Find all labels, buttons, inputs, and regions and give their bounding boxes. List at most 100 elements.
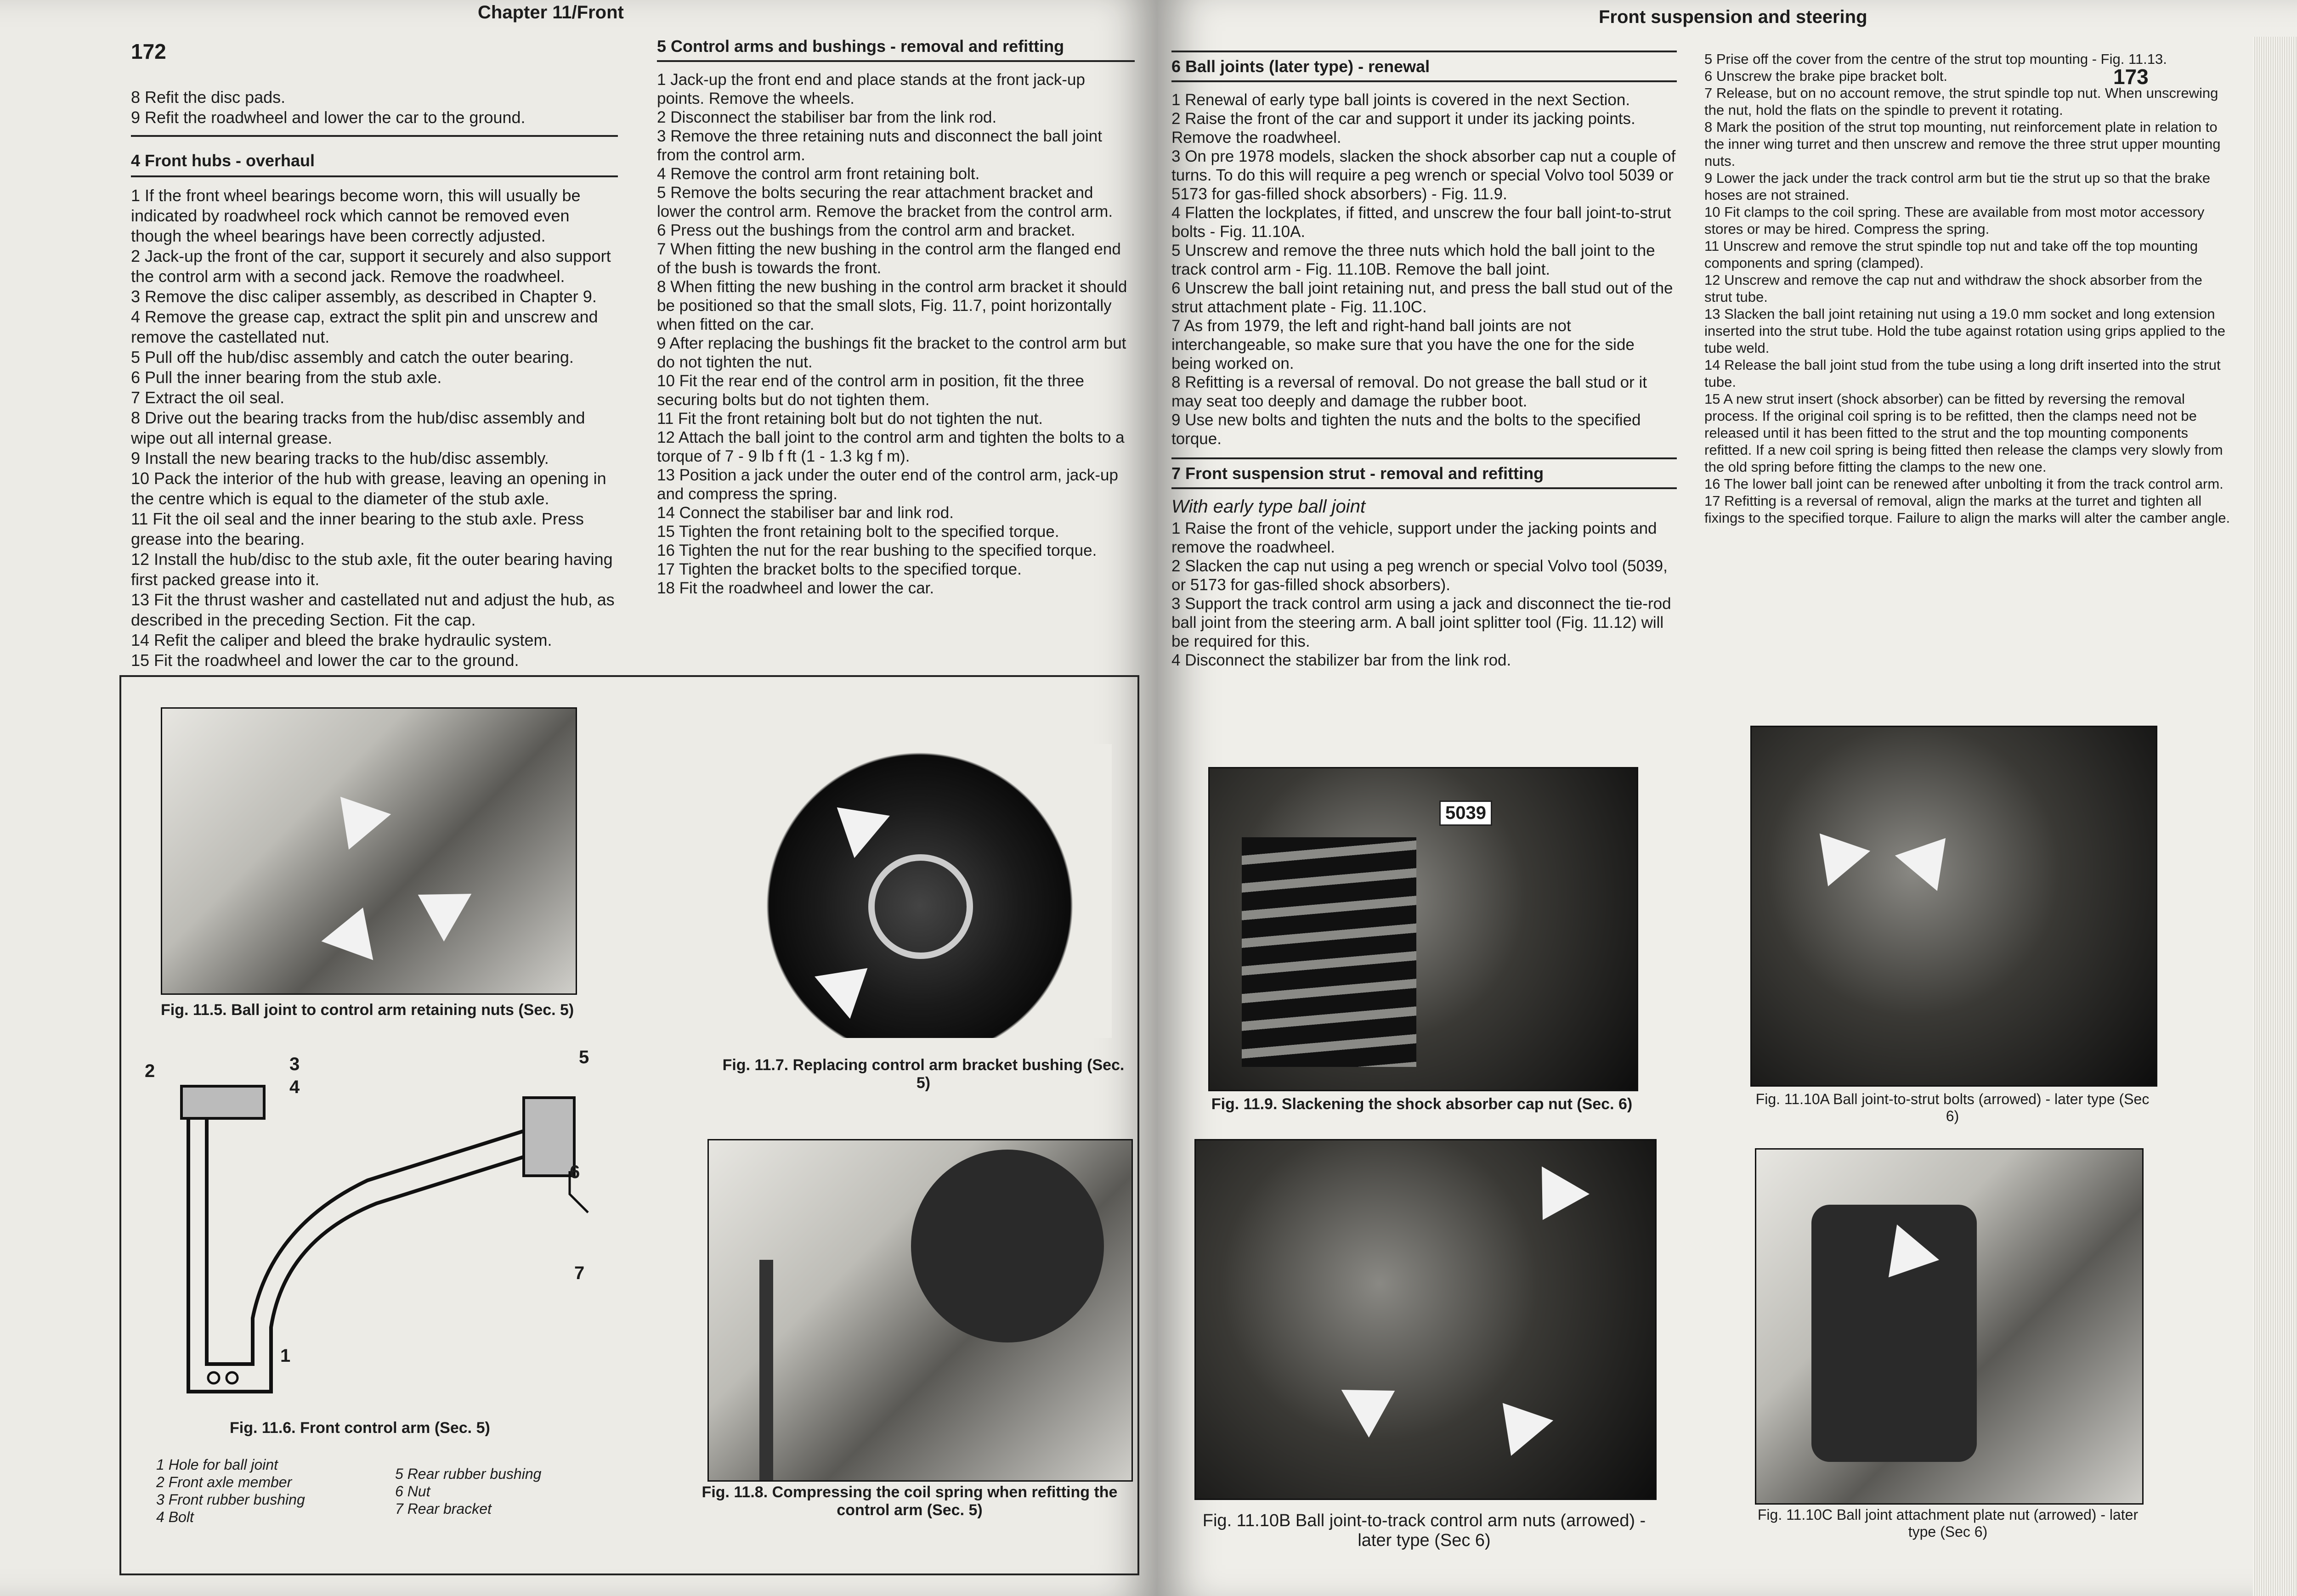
- callout-label: 1: [280, 1346, 291, 1366]
- text-line: 12 Attach the ball joint to the control …: [657, 429, 1125, 465]
- text-line: 8 Refit the disc pads.: [131, 88, 286, 107]
- text-line: 2 Slacken the cap nut using a peg wrench…: [1171, 557, 1668, 594]
- text-line: 4 Remove the grease cap, extract the spl…: [131, 307, 598, 346]
- arrow-icon: [404, 871, 472, 942]
- fig-11-5-photo: [161, 707, 577, 995]
- text-line: 17 Tighten the bracket bolts to the spec…: [657, 560, 1022, 578]
- text-line: 12 Unscrew and remove the cap nut and wi…: [1704, 272, 2202, 305]
- text-line: 7 When fitting the new bushing in the co…: [657, 240, 1121, 277]
- text-line: 15 Tighten the front retaining bolt to t…: [657, 523, 1059, 541]
- fig-11-10c-photo: [1755, 1148, 2144, 1505]
- text-line: 7 As from 1979, the left and right-hand …: [1171, 317, 1635, 372]
- fig-11-10a-caption: Fig. 11.10A Ball joint-to-strut bolts (a…: [1755, 1091, 2150, 1124]
- text-line: 6 Unscrew the brake pipe bracket bolt.: [1704, 68, 1947, 84]
- text-line: 8 When fitting the new bushing in the co…: [657, 278, 1127, 333]
- text-line: 2 Raise the front of the car and support…: [1171, 110, 1635, 147]
- text-line: 3 On pre 1978 models, slacken the shock …: [1171, 147, 1676, 203]
- text-line: 14 Release the ball joint stud from the …: [1704, 357, 2221, 390]
- fig-11-6-caption: Fig. 11.6. Front control arm (Sec. 5): [230, 1419, 490, 1437]
- page-number: 173: [2113, 65, 2149, 89]
- legend-item: 6 Nut: [395, 1483, 430, 1500]
- text-line: 3 Support the track control arm using a …: [1171, 595, 1671, 650]
- text-line: 9 After replacing the bushings fit the b…: [657, 334, 1126, 371]
- text-line: 6 Pull the inner bearing from the stub a…: [131, 368, 442, 387]
- text-line: 8 Drive out the bearing tracks from the …: [131, 408, 585, 447]
- text-line: 17 Refitting is a reversal of removal, a…: [1704, 493, 2230, 526]
- right-page: 173 Front suspension and steering 6 Ball…: [1158, 0, 2297, 1596]
- fig-11-10c-caption: Fig. 11.10C Ball joint attachment plate …: [1757, 1506, 2139, 1540]
- wheel: [911, 1150, 1104, 1342]
- text-line: 1 Renewal of early type ball joints is c…: [1171, 91, 1630, 109]
- fig-11-10b-caption: Fig. 11.10B Ball joint-to-track control …: [1202, 1511, 1646, 1550]
- text-line: 5 Prise off the cover from the centre of…: [1704, 51, 2167, 67]
- text-line: 11 Fit the oil seal and the inner bearin…: [131, 509, 584, 548]
- text-line: 10 Fit clamps to the coil spring. These …: [1704, 204, 2205, 237]
- jack-stand: [759, 1260, 773, 1480]
- fig-11-10a-photo: [1750, 726, 2157, 1087]
- bushing-ring: [868, 854, 973, 959]
- fig-11-6-legend-b: 5 Rear rubber bushing 6 Nut 7 Rear brack…: [395, 1465, 606, 1517]
- text-line: 3 Remove the disc caliper assembly, as d…: [131, 287, 597, 306]
- page-edge: [2253, 37, 2297, 1596]
- right-column-1: 6 Ball joints (later type) - renewal 1 R…: [1171, 51, 1677, 670]
- left-column-1: 8 Refit the disc pads. 9 Refit the roadw…: [131, 87, 618, 671]
- legend-item: 2 Front axle member: [156, 1474, 292, 1490]
- fig-11-9-caption: Fig. 11.9. Slackening the shock absorber…: [1211, 1095, 1633, 1113]
- text-line: 5 Pull off the hub/disc assembly and cat…: [131, 348, 574, 367]
- arrow-icon: [1798, 816, 1871, 886]
- text-line: 7 Extract the oil seal.: [131, 388, 285, 407]
- callout-label: 2: [145, 1061, 155, 1081]
- arrow-icon: [1895, 820, 1967, 891]
- callout-label: 5: [579, 1047, 589, 1067]
- text-line: 9 Use new bolts and tighten the nuts and…: [1171, 411, 1641, 448]
- callout-label: 3: [289, 1054, 300, 1074]
- text-line: 3 Remove the three retaining nuts and di…: [657, 127, 1102, 164]
- text-line: 18 Fit the roadwheel and lower the car.: [657, 579, 934, 597]
- section-heading: 5 Control arms and bushings - removal an…: [657, 32, 1135, 62]
- running-head: Front suspension and steering: [1599, 7, 1867, 27]
- fig-11-7-photo: [763, 744, 1112, 1038]
- arrow-icon: [319, 779, 391, 850]
- text-line: 2 Disconnect the stabiliser bar from the…: [657, 108, 997, 126]
- section-heading: 6 Ball joints (later type) - renewal: [1171, 51, 1677, 82]
- right-column-2: 5 Prise off the cover from the centre of…: [1704, 51, 2233, 526]
- text-line: 13 Slacken the ball joint retaining nut …: [1704, 306, 2225, 356]
- text-line: 15 A new strut insert (shock absorber) c…: [1704, 391, 2223, 475]
- arrow-icon: [1519, 1166, 1590, 1234]
- fig-11-6-drawing: 1 2 3 4 5 6 7: [138, 1043, 620, 1401]
- control-arm-drawing: [180, 1085, 589, 1393]
- legend-item: 4 Bolt: [156, 1509, 194, 1525]
- fig-11-8-photo: [707, 1139, 1133, 1482]
- text-line: 6 Unscrew the ball joint retaining nut, …: [1171, 279, 1673, 316]
- fig-11-8-caption: Fig. 11.8. Compressing the coil spring w…: [702, 1483, 1118, 1519]
- text-line: 12 Install the hub/disc to the stub axle…: [131, 550, 613, 589]
- legend-item: 5 Rear rubber bushing: [395, 1466, 542, 1482]
- arrow-icon: [819, 786, 890, 858]
- text-line: 2 Jack-up the front of the car, support …: [131, 247, 611, 286]
- text-line: 8 Refitting is a reversal of removal. Do…: [1171, 373, 1647, 410]
- fig-11-7-caption: Fig. 11.7. Replacing control arm bracket…: [722, 1056, 1125, 1092]
- fig-11-9-photo: 5039: [1208, 767, 1638, 1091]
- text-line: 5 Remove the bolts securing the rear att…: [657, 184, 1113, 220]
- text-line: 14 Refit the caliper and bleed the brake…: [131, 631, 552, 649]
- text-line: 10 Pack the interior of the hub with gre…: [131, 469, 606, 508]
- coil-spring: [1242, 837, 1416, 1067]
- left-page: 172 Chapter 11/Front 8 Refit the disc pa…: [0, 0, 1158, 1596]
- figure-panel: [119, 675, 1139, 1575]
- fig-11-6-legend-a: 1 Hole for ball joint 2 Front axle membe…: [156, 1456, 395, 1526]
- section-heading: 7 Front suspension strut - removal and r…: [1171, 457, 1677, 489]
- arrow-icon: [1481, 1385, 1554, 1456]
- fig-11-10b-photo: [1194, 1139, 1657, 1500]
- text-line: 1 Raise the front of the vehicle, suppor…: [1171, 519, 1657, 556]
- left-column-2: 5 Control arms and bushings - removal an…: [657, 32, 1135, 598]
- legend-item: 7 Rear bracket: [395, 1500, 492, 1517]
- text-line: 11 Fit the front retaining bolt but do n…: [657, 410, 1043, 428]
- legend-item: 3 Front rubber bushing: [156, 1491, 305, 1508]
- page-number: 172: [131, 39, 166, 63]
- text-line: 1 Jack-up the front end and place stands…: [657, 71, 1085, 107]
- callout-label: 4: [289, 1077, 300, 1097]
- text-line: 16 The lower ball joint can be renewed a…: [1704, 476, 2223, 492]
- subheading: With early type ball joint: [1171, 496, 1366, 517]
- callout-label: 6: [570, 1162, 580, 1182]
- attachment-plate: [1811, 1205, 1977, 1462]
